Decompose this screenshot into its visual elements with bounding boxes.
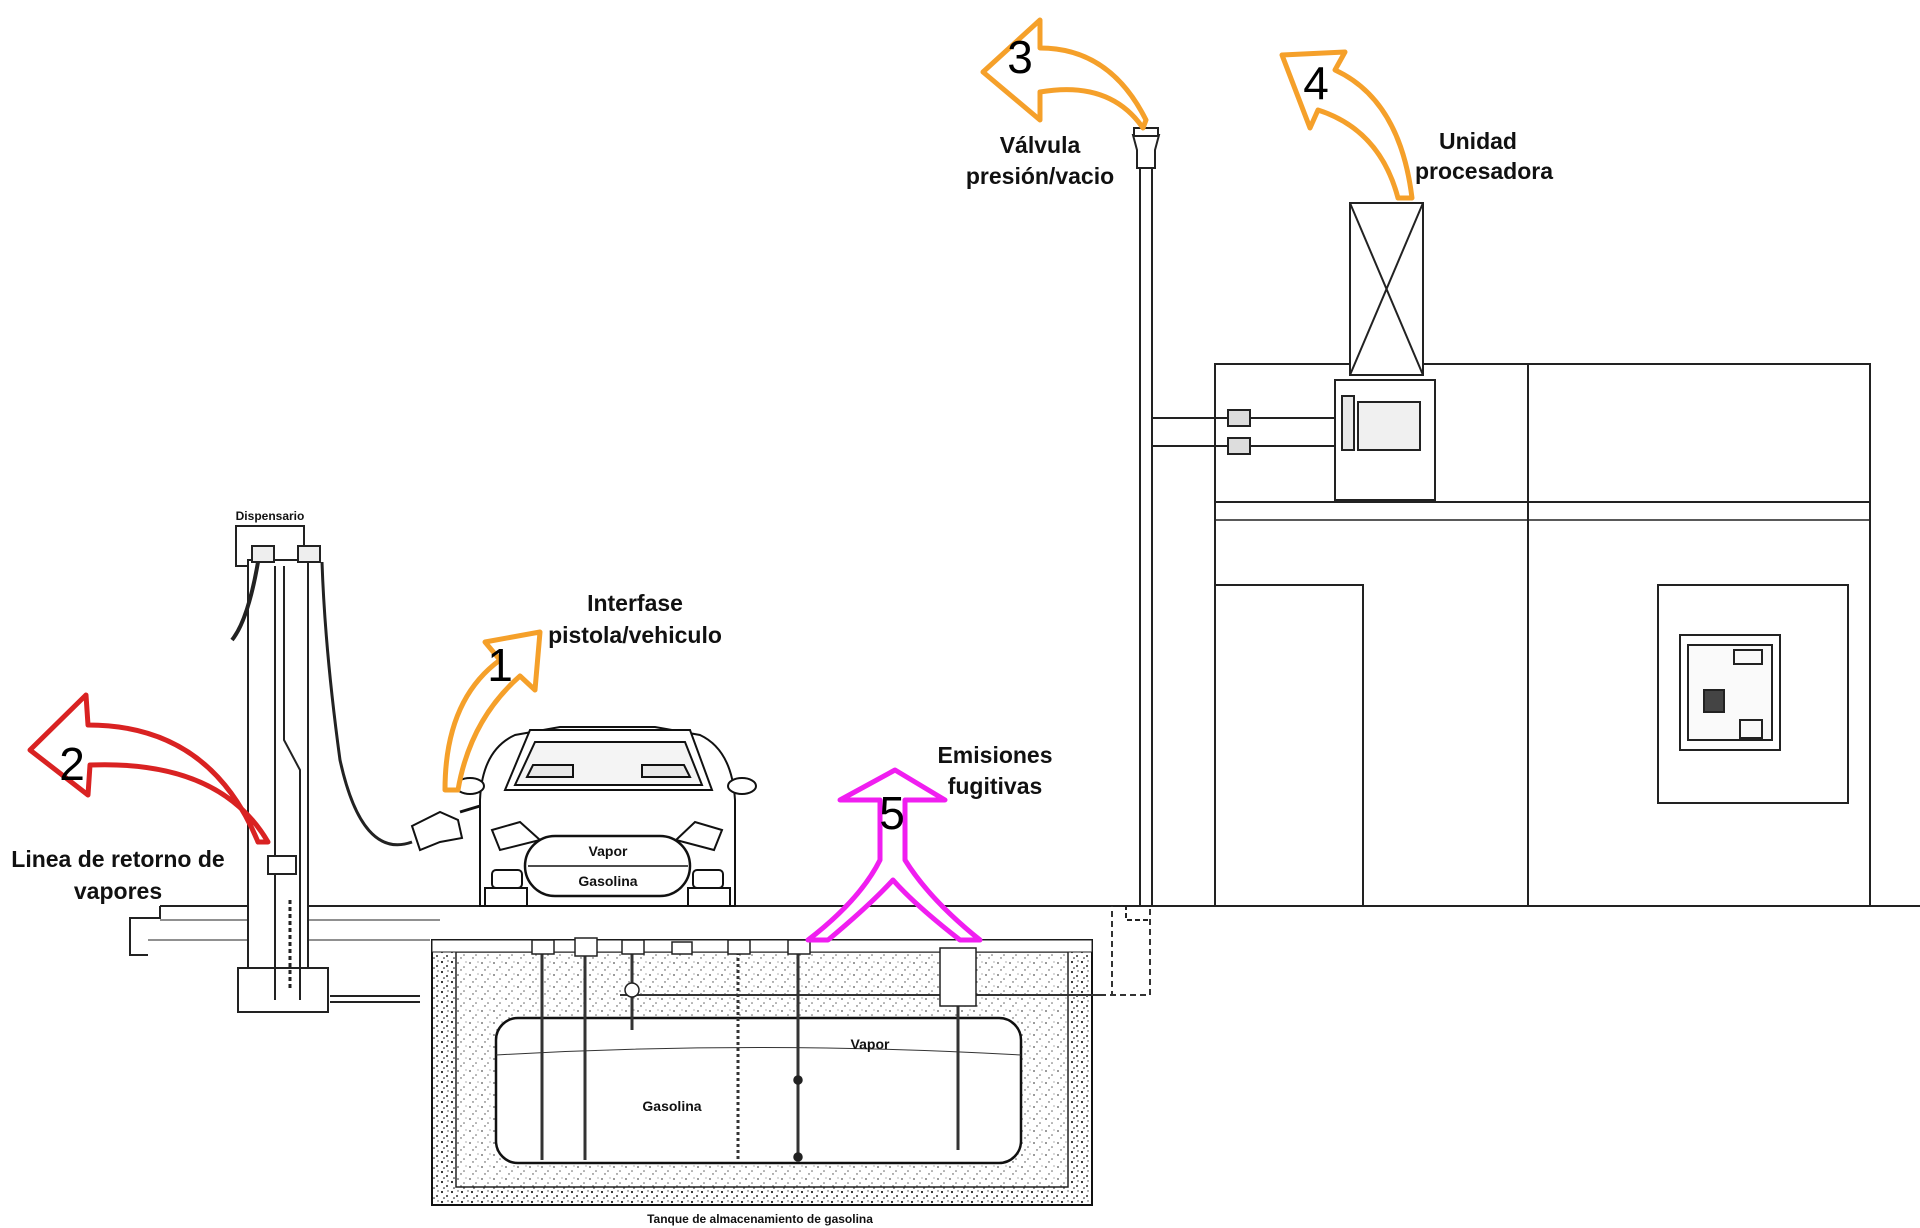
return-line-label-line2: vapores [73, 878, 163, 904]
arrow-1 [442, 629, 543, 793]
car [455, 726, 757, 907]
arrow-3 [980, 17, 1149, 131]
marker-3: 3 [1007, 31, 1033, 83]
building [1214, 363, 1871, 907]
tank-vapor-label: Vapor [850, 1036, 890, 1052]
tank-caption: Tanque de almacenamiento de gasolina [647, 1212, 873, 1226]
car-vapor-label: Vapor [588, 843, 628, 859]
arrow-2 [27, 692, 271, 845]
arrow-5 [805, 767, 983, 943]
fugitive-label-line2: fugitivas [947, 773, 1043, 799]
car-gasoline-label: Gasolina [578, 873, 638, 889]
marker-2: 2 [59, 738, 85, 790]
valve-label-line1: Válvula [999, 132, 1081, 158]
arrow-4 [1279, 49, 1415, 201]
marker-1: 1 [487, 639, 513, 691]
vent-pipe [1125, 127, 1161, 921]
tank-pit [431, 939, 1093, 1206]
dispenser-label: Dispensario [235, 509, 305, 523]
marker-4: 4 [1303, 57, 1329, 109]
tank-gasoline-label: Gasolina [642, 1098, 702, 1114]
processing-unit [1152, 202, 1436, 501]
processing-unit-label-line2: procesadora [1414, 158, 1554, 184]
processing-unit-label-line1: Unidad [1439, 128, 1517, 154]
dispenser [230, 525, 420, 1013]
interface-label-line2: pistola/vehiculo [548, 622, 722, 648]
tank-fittings [531, 937, 977, 1162]
tank-pipes [540, 906, 1151, 1160]
interface-label-line1: Interfase [587, 590, 683, 616]
fugitive-label-line1: Emisiones [937, 742, 1053, 768]
valve-label-line2: presión/vacio [965, 163, 1115, 189]
marker-5: 5 [879, 787, 905, 839]
return-line-label-line1: Linea de retorno de [11, 846, 225, 872]
